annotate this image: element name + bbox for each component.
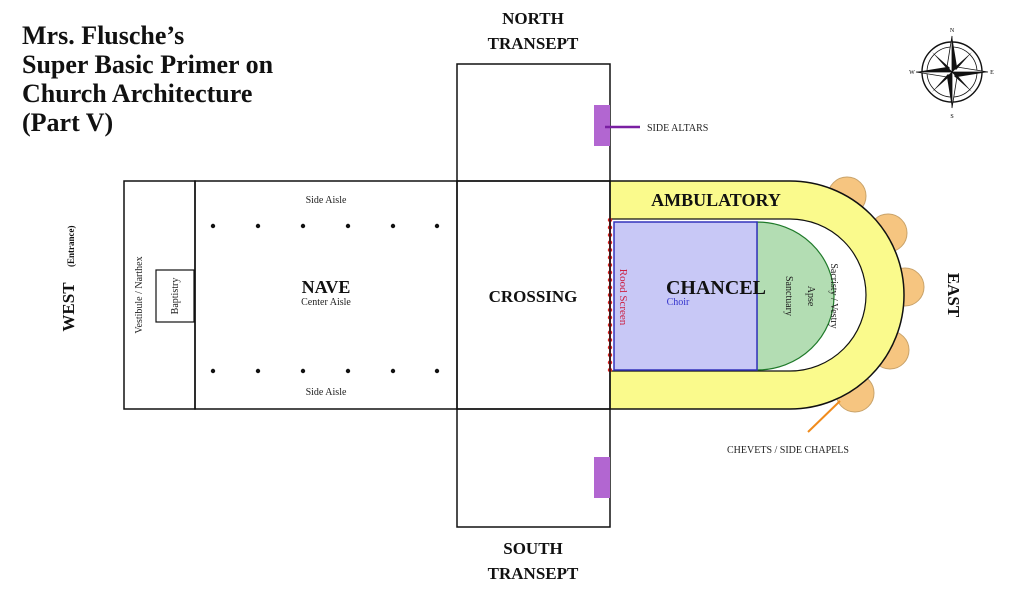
sacristy-label: Sacristy / Vestry	[828, 263, 839, 328]
chevets-pointer	[807, 400, 841, 433]
column-dot	[255, 223, 261, 229]
south-transept-label-1: SOUTH	[503, 539, 563, 558]
column-dot	[255, 368, 261, 374]
choir-label: Choir	[667, 297, 690, 308]
ambulatory-label: AMBULATORY	[651, 190, 781, 210]
column-dot	[345, 368, 351, 374]
nave-columns	[210, 223, 440, 374]
compass-w: W	[909, 70, 915, 76]
north-transept	[456, 63, 611, 182]
column-dot	[300, 368, 306, 374]
baptistry	[155, 269, 195, 323]
east-label: EAST	[944, 273, 963, 318]
vestibule-label: Vestibule / Narthex	[134, 256, 145, 333]
side-altar-north	[594, 105, 610, 146]
title-line-1: Mrs. Flusche’s	[22, 21, 184, 50]
sanctuary-label: Sanctuary	[783, 276, 794, 316]
sanctuary	[756, 221, 835, 371]
baptistry-label: Baptistry	[170, 278, 181, 315]
compass-s: S	[950, 114, 953, 120]
west-entrance-note: (Entrance)	[66, 226, 76, 268]
south-transept-label-2: TRANSEPT	[488, 564, 579, 583]
chevets-label: CHEVETS / SIDE CHAPELS	[727, 445, 849, 456]
west-label-group: WEST (Entrance)	[59, 226, 78, 332]
side-altar-south	[594, 457, 610, 498]
title-line-2: Super Basic Primer on	[22, 50, 274, 79]
chancel-label: CHANCEL	[666, 277, 766, 299]
compass-n: N	[950, 28, 955, 34]
column-dot	[434, 223, 440, 229]
side-altars-label: SIDE ALTARS	[647, 123, 708, 134]
south-transept	[456, 408, 611, 528]
diagram-title: Mrs. Flusche’s Super Basic Primer on Chu…	[22, 21, 274, 137]
rood-screen-label: Rood Screen	[617, 269, 629, 326]
nave-label: NAVE	[302, 277, 351, 297]
title-line-4: (Part V)	[22, 108, 113, 137]
column-dot	[390, 368, 396, 374]
crossing-label: CROSSING	[489, 287, 578, 306]
column-dot	[434, 368, 440, 374]
column-dot	[210, 368, 216, 374]
west-label: WEST	[59, 282, 78, 332]
title-line-3: Church Architecture	[22, 79, 252, 108]
north-transept-label-1: NORTH	[502, 9, 564, 28]
side-aisle-bottom-label: Side Aisle	[306, 387, 347, 398]
column-dot	[300, 223, 306, 229]
compass-icon: N S E W	[909, 28, 994, 120]
column-dot	[390, 223, 396, 229]
apse-label: Apse	[805, 286, 816, 307]
chancel	[613, 221, 758, 371]
north-transept-label-2: TRANSEPT	[488, 34, 579, 53]
side-aisle-top-label: Side Aisle	[306, 195, 347, 206]
column-dot	[345, 223, 351, 229]
center-aisle-label: Center Aisle	[301, 297, 351, 308]
column-dot	[210, 223, 216, 229]
compass-e: E	[990, 70, 994, 76]
